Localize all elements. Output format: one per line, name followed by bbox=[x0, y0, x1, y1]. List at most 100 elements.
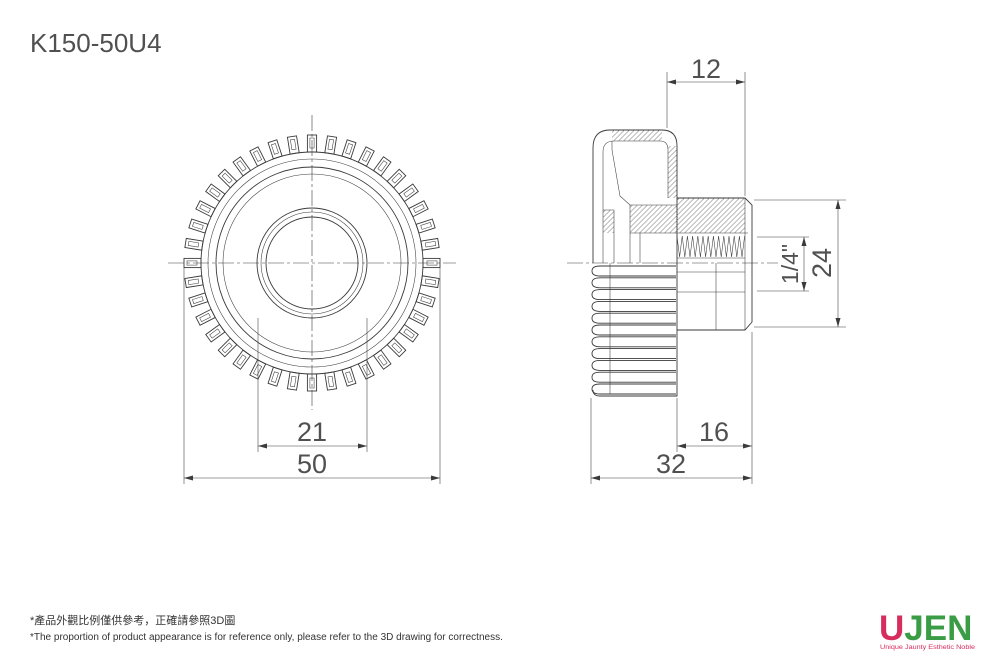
knurl-tooth-groove bbox=[420, 296, 432, 304]
knurl-tooth-groove bbox=[209, 328, 221, 339]
knurl-tooth-groove bbox=[424, 241, 437, 248]
hub-inner-circle bbox=[260, 211, 364, 315]
section-hatch-line bbox=[611, 129, 620, 138]
section-hatch-line bbox=[613, 129, 625, 142]
section-hatch-line bbox=[629, 204, 648, 223]
section-hatch-line bbox=[629, 204, 633, 208]
section-hatch-line bbox=[667, 145, 671, 149]
section-hatch-line bbox=[664, 220, 678, 234]
section-hatch-line bbox=[676, 197, 700, 221]
knurl-tooth-groove bbox=[327, 375, 334, 388]
section-hatch-line bbox=[643, 129, 655, 142]
knurl-ridge bbox=[591, 324, 676, 336]
logo-wordmark: UJEN bbox=[879, 609, 972, 648]
knurl-tooth-groove bbox=[209, 187, 221, 198]
knurl-ridge bbox=[591, 289, 676, 301]
knurl-ridge bbox=[591, 371, 676, 383]
side-thread-dimension-label: 1/4" bbox=[777, 244, 803, 284]
knurl-tooth-groove bbox=[271, 371, 279, 383]
section-hatch-line bbox=[667, 159, 678, 169]
section-hatch-line bbox=[673, 194, 678, 199]
knurl-ridge bbox=[591, 300, 676, 312]
section-hatch-line bbox=[654, 210, 678, 234]
section-hatch-line bbox=[629, 204, 653, 228]
section-hatch-line bbox=[667, 169, 678, 179]
arrowhead bbox=[184, 475, 193, 481]
section-hatch-line bbox=[719, 207, 746, 234]
section-hatch-line bbox=[667, 154, 678, 164]
knurl-tooth-groove bbox=[221, 342, 233, 354]
cap-insert-line bbox=[603, 209, 615, 263]
arrowhead bbox=[677, 443, 686, 449]
section-hatch-line bbox=[676, 197, 710, 231]
section-hatch-line bbox=[602, 209, 611, 218]
section-hatch-line bbox=[602, 211, 615, 223]
knurl-tooth-groove bbox=[186, 260, 198, 266]
side-outline bbox=[592, 129, 753, 397]
section-hatch-line bbox=[618, 129, 630, 142]
knurl-tooth-groove bbox=[426, 260, 438, 266]
knurl-tooth-groove bbox=[253, 150, 263, 162]
section-hatch-line bbox=[649, 205, 678, 234]
section-hatching bbox=[602, 129, 746, 234]
knurl-ridge bbox=[591, 265, 676, 277]
knurl-tooth-groove bbox=[377, 160, 388, 172]
section-hatch-line bbox=[679, 197, 715, 234]
side-boss-dimension-label: 16 bbox=[699, 417, 729, 447]
section-hatch-line bbox=[676, 197, 690, 211]
arrowhead bbox=[743, 475, 752, 481]
section-hatch-line bbox=[667, 184, 678, 194]
logo-letters-jen: JEN bbox=[904, 609, 972, 648]
section-hatch-line bbox=[659, 215, 678, 234]
knurl-tooth-groove bbox=[424, 278, 437, 285]
knurl-tooth-groove bbox=[309, 377, 315, 389]
section-hatch-line bbox=[676, 197, 695, 216]
knurl-tooth-groove bbox=[192, 222, 204, 230]
knurl-ridge bbox=[591, 359, 676, 371]
internal-thread bbox=[676, 235, 745, 259]
section-hatch-line bbox=[709, 197, 745, 234]
knurl-ridge bbox=[591, 277, 676, 289]
section-hatch-line bbox=[653, 132, 663, 142]
section-hatch-line bbox=[684, 197, 720, 234]
section-hatch-line bbox=[629, 204, 643, 218]
arrowhead bbox=[801, 282, 807, 291]
arrowhead bbox=[835, 318, 841, 327]
knurled-ridges bbox=[591, 265, 676, 395]
section-hatch-line bbox=[634, 204, 663, 234]
logo-tagline: Unique Jaunty Esthetic Noble bbox=[880, 644, 975, 651]
arrowhead bbox=[258, 443, 267, 449]
section-hatch-line bbox=[602, 209, 606, 213]
section-hatch-line bbox=[602, 221, 615, 233]
section-hatch-line bbox=[734, 222, 746, 234]
section-hatch-line bbox=[724, 212, 746, 234]
section-hatch-line bbox=[739, 227, 746, 234]
knurl-tooth-groove bbox=[221, 172, 233, 184]
section-hatch-line bbox=[629, 204, 638, 213]
knurl-tooth-groove bbox=[361, 364, 371, 376]
section-hatch-line bbox=[607, 226, 615, 234]
face-ring-circle bbox=[215, 166, 409, 360]
section-hatch-line bbox=[668, 189, 678, 199]
knurl-tooth-groove bbox=[236, 160, 247, 172]
section-hatch-line bbox=[669, 225, 678, 234]
knurl-tooth-groove bbox=[361, 150, 371, 162]
knurl-ridge bbox=[591, 383, 676, 395]
knurl-tooth-groove bbox=[345, 371, 353, 383]
section-hatch-line bbox=[639, 204, 668, 234]
section-hatch-line bbox=[729, 217, 746, 234]
arrowhead bbox=[667, 79, 676, 85]
side-overall-dimension-label: 32 bbox=[656, 449, 686, 479]
arrowhead bbox=[431, 475, 440, 481]
arrowhead bbox=[801, 237, 807, 246]
front-outer-dimension-label: 50 bbox=[297, 449, 327, 479]
knurl-tooth-groove bbox=[187, 278, 200, 285]
section-hatch-line bbox=[658, 137, 663, 142]
arrowhead bbox=[835, 200, 841, 209]
knurl-tooth-groove bbox=[420, 222, 432, 230]
bore-circle bbox=[265, 216, 359, 310]
arrowhead bbox=[736, 79, 745, 85]
section-hatch-line bbox=[676, 197, 685, 206]
knurl-tooth-groove bbox=[377, 354, 388, 366]
